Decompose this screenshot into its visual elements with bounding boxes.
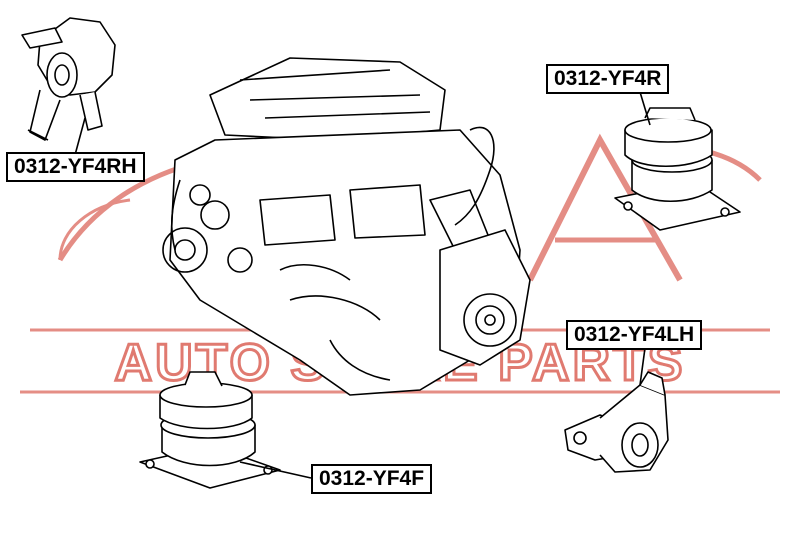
leader-r	[639, 91, 651, 126]
part-label-lh: 0312-YF4LH	[566, 320, 703, 350]
part-label-rh: 0312-YF4RH	[6, 152, 145, 182]
leader-rh	[74, 117, 86, 156]
part-label-r: 0312-YF4R	[546, 64, 670, 94]
mount-lh-drawing	[564, 371, 669, 473]
mount-rh-drawing	[21, 17, 116, 141]
part-label-f: 0312-YF4F	[311, 464, 433, 494]
mount-r-drawing	[614, 107, 741, 231]
engine-assembly	[162, 57, 531, 396]
leader-lh	[639, 347, 646, 386]
leader-f	[239, 461, 312, 479]
mount-f-drawing	[139, 371, 281, 489]
